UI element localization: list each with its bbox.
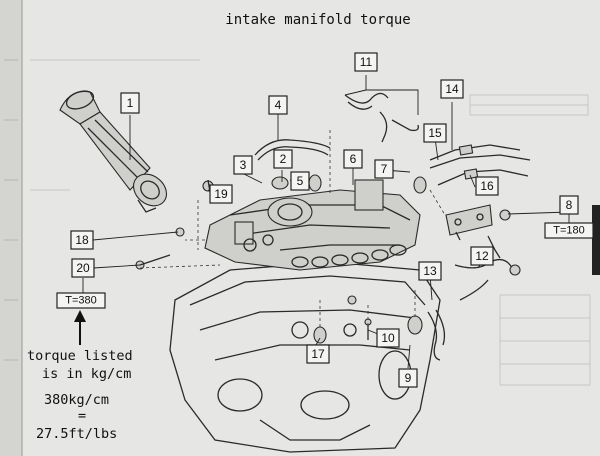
air-intake-duct — [59, 90, 168, 213]
torque-value-right: T=180 — [553, 225, 585, 237]
callout-17-label: 17 — [311, 347, 325, 361]
callout-8-label: 8 — [566, 198, 573, 212]
callout-13-label: 13 — [423, 264, 437, 278]
callout-13: 13 — [418, 261, 442, 281]
callout-7-label: 7 — [381, 162, 388, 176]
callout-12-label: 12 — [475, 249, 489, 263]
hose-12-end — [509, 264, 521, 276]
intake-manifold-assembly — [204, 179, 421, 271]
callout-4: 4 — [268, 95, 288, 115]
callout-1-label: 1 — [127, 96, 134, 110]
callout-18: 18 — [70, 230, 94, 250]
callout-10-label: 10 — [381, 331, 395, 345]
intake-runners — [291, 244, 407, 268]
hose-13-inner — [435, 309, 446, 346]
callout-11-label: 11 — [360, 55, 373, 69]
alignment-lines — [139, 130, 446, 330]
callout-20-label: 20 — [76, 261, 90, 275]
callout-14-label: 14 — [445, 82, 459, 96]
callout-16-label: 16 — [480, 179, 494, 193]
callout-14: 14 — [440, 79, 464, 99]
bracket-8 — [445, 204, 511, 241]
small-fittings — [135, 174, 427, 344]
callout-8: 8 — [559, 195, 579, 215]
annotation-line-5: 27.5ft/lbs — [36, 426, 117, 442]
callout-11: 11 — [354, 52, 378, 72]
annotation-line-4: = — [78, 408, 86, 424]
callout-2: 2 — [273, 149, 293, 169]
page-tab-marker — [592, 205, 600, 275]
hose-13-upper — [459, 279, 489, 301]
callout-1: 1 — [120, 92, 140, 114]
torque-box-left: T=380 — [56, 292, 106, 309]
annotation-line-1: torque listed — [27, 348, 133, 364]
callout-2-label: 2 — [280, 152, 287, 166]
callout-17: 17 — [306, 344, 330, 364]
engine-block — [169, 261, 441, 453]
torque-value-left: T=380 — [65, 295, 97, 307]
left-page-rule-lines — [4, 59, 18, 361]
callout-7: 7 — [374, 159, 394, 179]
hose-13 — [427, 311, 441, 361]
diagram-title: intake manifold torque — [225, 12, 410, 28]
bleed-through-table — [30, 59, 591, 386]
page-binding-edge — [0, 0, 22, 456]
callout-5-label: 5 — [297, 174, 304, 188]
callout-9-label: 9 — [405, 371, 412, 385]
callout-12: 12 — [470, 246, 494, 266]
throttle-cables — [429, 144, 531, 186]
annotation-line-2: is in kg/cm — [42, 366, 131, 382]
callout-5: 5 — [290, 171, 310, 191]
hose-4-inner — [257, 146, 329, 161]
callout-4-label: 4 — [275, 98, 282, 112]
callout-15: 15 — [423, 123, 447, 143]
callout-18-label: 18 — [75, 233, 89, 247]
callout-6-label: 6 — [350, 152, 357, 166]
annotation-line-3: 380kg/cm — [44, 392, 109, 408]
callout-20: 20 — [71, 258, 95, 278]
callout-15-label: 15 — [428, 126, 442, 140]
wire-12 — [487, 235, 501, 259]
upper-hoses — [344, 92, 419, 143]
callout-3-label: 3 — [240, 158, 247, 172]
callout-3: 3 — [233, 155, 253, 175]
callout-16: 16 — [475, 176, 499, 196]
torque-box-right: T=180 — [544, 222, 594, 239]
hose-4 — [254, 139, 331, 156]
callout-10: 10 — [376, 328, 400, 348]
callout-19-label: 19 — [214, 187, 228, 201]
callout-19: 19 — [209, 184, 233, 204]
callout-6: 6 — [343, 149, 363, 169]
annotation-arrow — [74, 310, 86, 345]
callout-9: 9 — [398, 368, 418, 388]
